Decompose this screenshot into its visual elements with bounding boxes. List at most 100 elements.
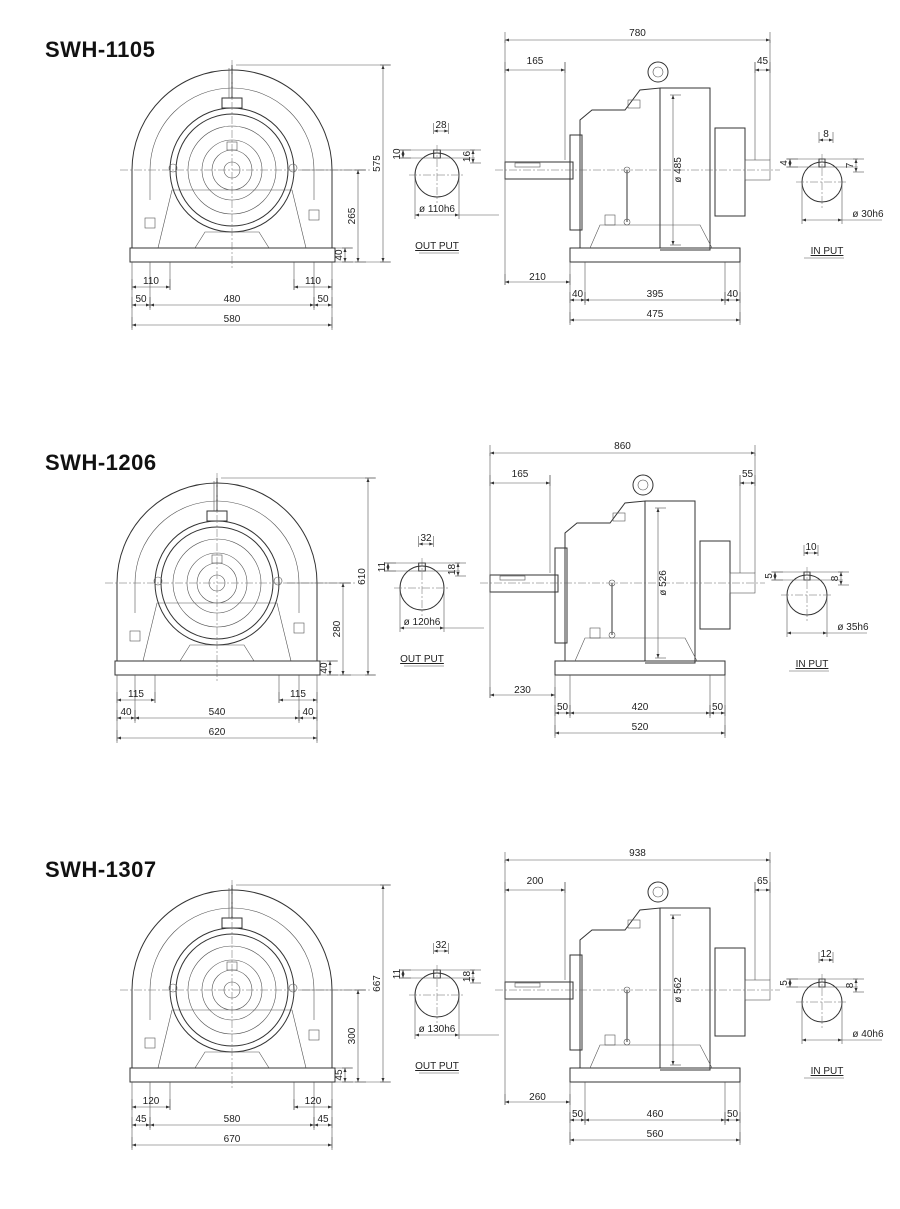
side-housing-diameter-dim-label: ø 526 [658, 570, 669, 596]
front-edge-right-dim: 50 [313, 294, 333, 308]
front-center-height-dim: 265 [347, 169, 366, 263]
front-edge-left-dim: 50 [131, 294, 151, 308]
side-edge-left-dim-label: 50 [572, 1109, 584, 1120]
input-label: IN PUT [796, 659, 829, 670]
side-housing-diameter-dim: ø 526 [655, 507, 669, 659]
input-key-height-dim-label: 8 [845, 982, 856, 988]
side-housing-diameter-dim: ø 485 [670, 94, 684, 246]
front-base-width-dim: 670 [131, 1134, 333, 1148]
side-output-offset-dim-label: 260 [529, 1092, 546, 1103]
front-edge-left-dim: 40 [116, 707, 136, 721]
output-shaft-diameter-label: ø 110h6 [419, 204, 455, 215]
output-key-width-dim-label: 32 [420, 533, 432, 544]
side-edge-right-dim: 50 [724, 1109, 741, 1123]
side-output-offset-dim: 230 [489, 685, 556, 698]
input-key-depth-dim-label: 5 [764, 573, 775, 579]
output-key-height-dim: 18 [447, 562, 466, 577]
front-edge-right-dim-label: 50 [317, 294, 329, 305]
side-bolt-span-dim: 420 [569, 702, 711, 716]
side-total-length-dim-label: 860 [614, 441, 631, 452]
front-edge-left-dim: 45 [131, 1114, 151, 1128]
front-center-height-dim: 280 [332, 582, 351, 676]
front-foot-right-dim: 115 [278, 689, 318, 703]
side-output-shaft-length-dim: 165 [489, 469, 551, 486]
input-label: IN PUT [811, 1066, 844, 1077]
front-base-thickness-dim-label: 40 [334, 249, 345, 261]
side-bolt-span-dim-label: 395 [647, 289, 664, 300]
side-edge-right-dim: 40 [724, 289, 741, 303]
input-shaft-diameter-label: ø 30h6 [852, 209, 884, 220]
front-base-width-dim: 580 [131, 314, 333, 328]
front-edge-left-dim-label: 40 [120, 707, 132, 718]
side-edge-right-dim-label: 40 [727, 289, 739, 300]
side-output-shaft-length-dim-label: 165 [527, 56, 544, 67]
output-key-width-dim-label: 28 [435, 120, 447, 131]
side-edge-right-dim: 50 [709, 702, 726, 716]
front-foot-left-dim-label: 120 [143, 1096, 160, 1107]
side-housing-diameter-dim: ø 562 [670, 914, 684, 1066]
input-key-height-dim: 8 [845, 978, 864, 993]
front-foot-left-dim-label: 110 [143, 276, 159, 287]
front-edge-right-dim: 40 [298, 707, 318, 721]
model-title-swh-1307: SWH-1307 [45, 857, 157, 882]
front-base-thickness-dim: 40 [334, 247, 353, 263]
front-height-total-dim: 667 [372, 884, 391, 1083]
front-base-width-dim-label: 670 [224, 1134, 241, 1145]
side-edge-right-dim-label: 50 [727, 1109, 739, 1120]
front-bolt-span-dim: 480 [149, 294, 315, 308]
side-input-shaft-length-dim: 45 [754, 56, 771, 73]
output-key-width-dim: 32 [418, 533, 434, 547]
front-base-thickness-dim-label: 40 [319, 662, 330, 674]
side-base-length-dim-label: 560 [647, 1129, 664, 1140]
side-base-length-dim-label: 520 [632, 722, 649, 733]
input-key-width-dim: 8 [818, 129, 834, 143]
side-base-length-dim: 520 [554, 722, 726, 736]
side-bolt-span-dim-label: 420 [632, 702, 649, 713]
input-key-height-dim: 7 [845, 158, 864, 173]
side-edge-left-dim: 50 [554, 702, 571, 716]
side-total-length-dim: 860 [489, 441, 756, 456]
front-height-total-dim-label: 610 [357, 568, 368, 585]
front-base-thickness-dim-label: 45 [334, 1069, 345, 1081]
output-key-depth-dim: 10 [392, 148, 411, 160]
front-edge-right-dim-label: 45 [317, 1114, 329, 1125]
side-base-length-dim-label: 475 [647, 309, 664, 320]
side-total-length-dim: 780 [504, 28, 771, 43]
side-bolt-span-dim-label: 460 [647, 1109, 664, 1120]
output-key-height-dim: 16 [462, 149, 481, 164]
side-total-length-dim-label: 780 [629, 28, 646, 39]
front-bolt-span-dim-label: 580 [224, 1114, 241, 1125]
output-key-depth-dim: 11 [392, 968, 411, 979]
input-key-depth-dim: 5 [779, 978, 798, 988]
side-input-shaft-length-dim-label: 45 [757, 56, 769, 67]
input-key-depth-dim-label: 5 [779, 980, 790, 986]
input-key-depth-dim: 5 [764, 571, 783, 581]
front-foot-left-dim-label: 115 [128, 689, 144, 700]
model-title-swh-1206: SWH-1206 [45, 450, 157, 475]
output-key-depth-dim: 11 [377, 561, 396, 572]
front-center-height-dim-label: 300 [347, 1027, 358, 1044]
side-edge-right-dim-label: 50 [712, 702, 724, 713]
output-shaft-diameter-label: ø 120h6 [404, 617, 441, 628]
front-bolt-span-dim: 580 [149, 1114, 315, 1128]
front-foot-right-dim-label: 110 [305, 276, 321, 287]
front-center-height-dim-label: 265 [347, 207, 358, 224]
input-key-width-dim-label: 12 [820, 949, 832, 960]
side-output-shaft-length-dim: 165 [504, 56, 566, 73]
front-height-total-dim-label: 667 [372, 975, 383, 992]
input-key-width-dim-label: 8 [823, 129, 829, 140]
front-height-total-dim: 575 [372, 64, 391, 263]
front-base-width-dim-label: 580 [224, 314, 241, 325]
front-base-thickness-dim: 45 [334, 1067, 353, 1083]
side-output-offset-dim: 260 [504, 1092, 571, 1105]
front-height-total-dim: 610 [357, 477, 376, 676]
